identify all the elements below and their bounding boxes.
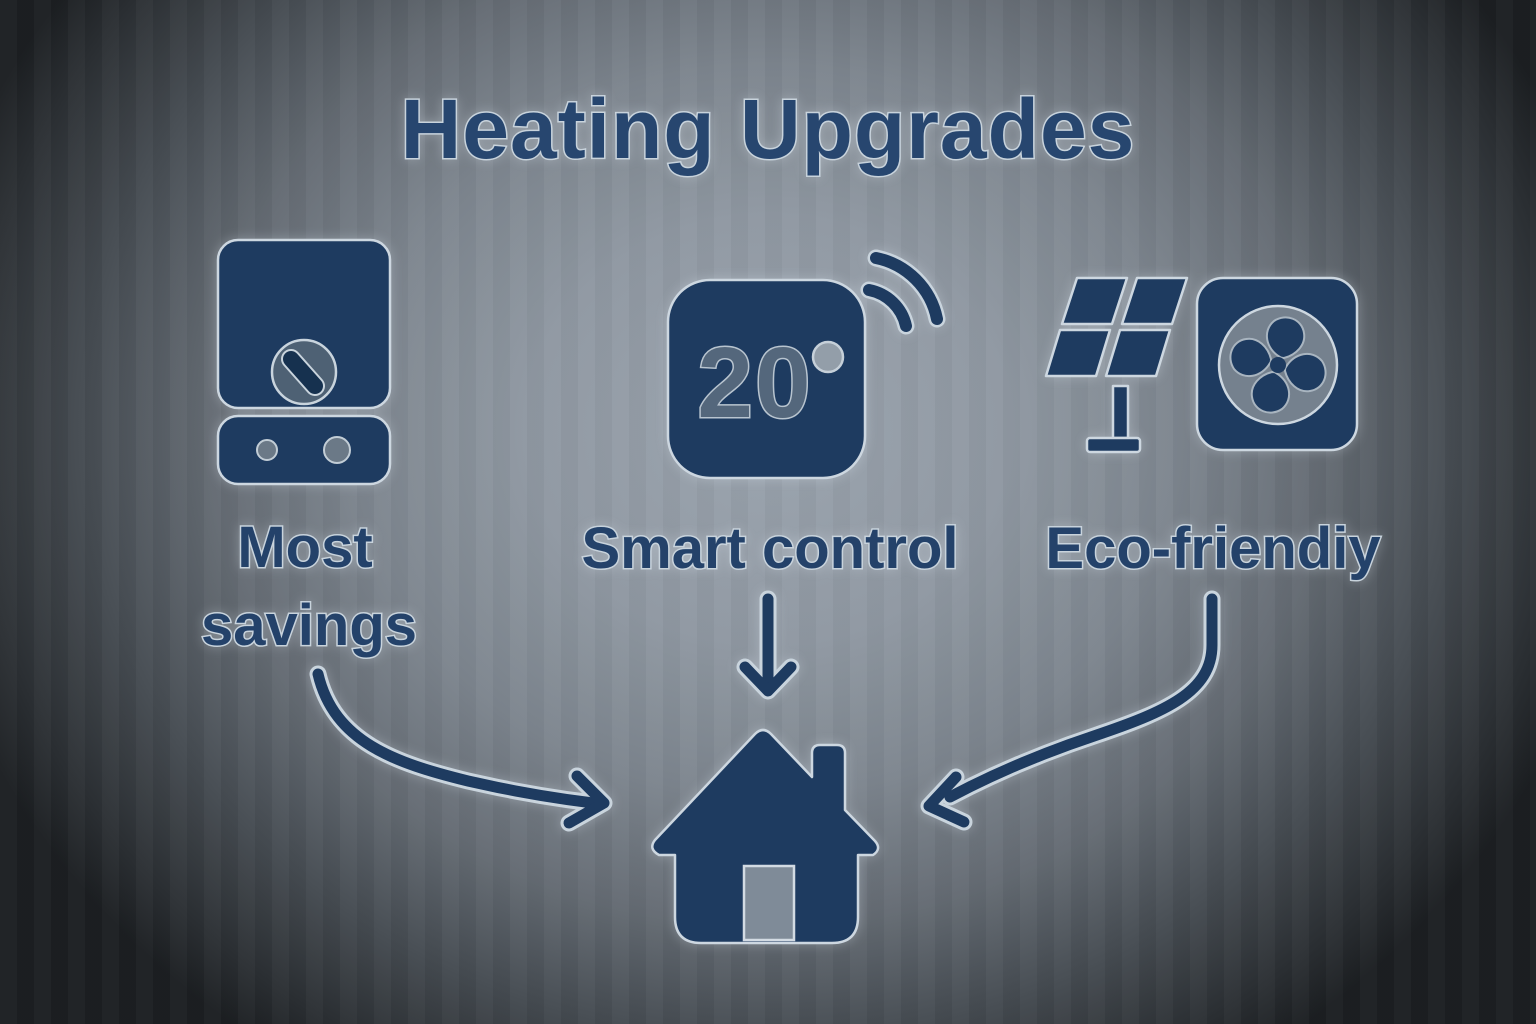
degree-symbol xyxy=(811,340,845,374)
label-most-savings-line2: savings xyxy=(201,593,417,658)
arrow-right-curved xyxy=(920,590,1221,831)
solar-panel-pole xyxy=(1111,384,1130,440)
fan-hub xyxy=(1270,357,1286,373)
boiler-base xyxy=(216,414,392,486)
boiler-knob-right xyxy=(323,436,351,464)
label-most-savings-line1: Most xyxy=(237,515,372,580)
thermostat-temperature: 20 xyxy=(697,327,812,439)
page-title: Heating Upgrades xyxy=(401,82,1136,176)
boiler-knob-left xyxy=(256,439,278,461)
arrow-left-curved xyxy=(309,665,613,832)
label-eco-friendly: Eco-friendiy xyxy=(1045,516,1380,581)
arrow-center-down xyxy=(736,590,800,700)
boiler-icon xyxy=(216,238,392,486)
house-door xyxy=(742,864,796,942)
solar-cell xyxy=(1120,276,1189,326)
solar-cell xyxy=(1044,328,1112,378)
wifi-arc-inner xyxy=(863,284,912,332)
boiler-body xyxy=(216,238,392,410)
solar-cell xyxy=(1060,276,1129,326)
wifi-arc-outer xyxy=(870,252,943,325)
solar-panel-icon xyxy=(1044,276,1189,454)
wifi-signal-icon xyxy=(860,249,946,335)
smart-thermostat-icon: 20 xyxy=(666,249,946,480)
house-icon xyxy=(651,728,880,945)
heat-pump-fan-icon xyxy=(1195,276,1359,452)
fan-blades xyxy=(1229,316,1327,414)
solar-cell xyxy=(1104,328,1172,378)
solar-panel-base xyxy=(1085,436,1142,454)
boiler-dial-pointer xyxy=(283,351,323,394)
label-smart-control: Smart control xyxy=(581,516,958,581)
thermostat-body xyxy=(666,278,867,480)
house-shape xyxy=(651,728,880,945)
